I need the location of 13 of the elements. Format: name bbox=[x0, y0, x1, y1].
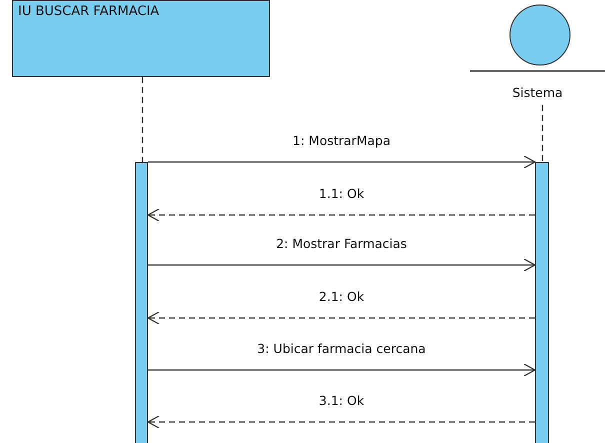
entity-name: Sistema bbox=[511, 85, 564, 100]
message-arrow bbox=[148, 155, 536, 169]
activation-bar bbox=[535, 162, 549, 443]
return-message-arrow bbox=[147, 415, 535, 429]
lifeline-title: IU BUSCAR FARMACIA bbox=[18, 4, 160, 19]
message-arrow bbox=[148, 258, 536, 272]
return-message-arrow bbox=[147, 311, 535, 325]
lifeline-box bbox=[12, 0, 270, 77]
lifeline bbox=[142, 77, 144, 162]
message-arrow bbox=[148, 363, 536, 377]
activation-bar bbox=[135, 162, 148, 443]
lifeline bbox=[542, 105, 544, 162]
return-message-arrow bbox=[147, 208, 535, 222]
